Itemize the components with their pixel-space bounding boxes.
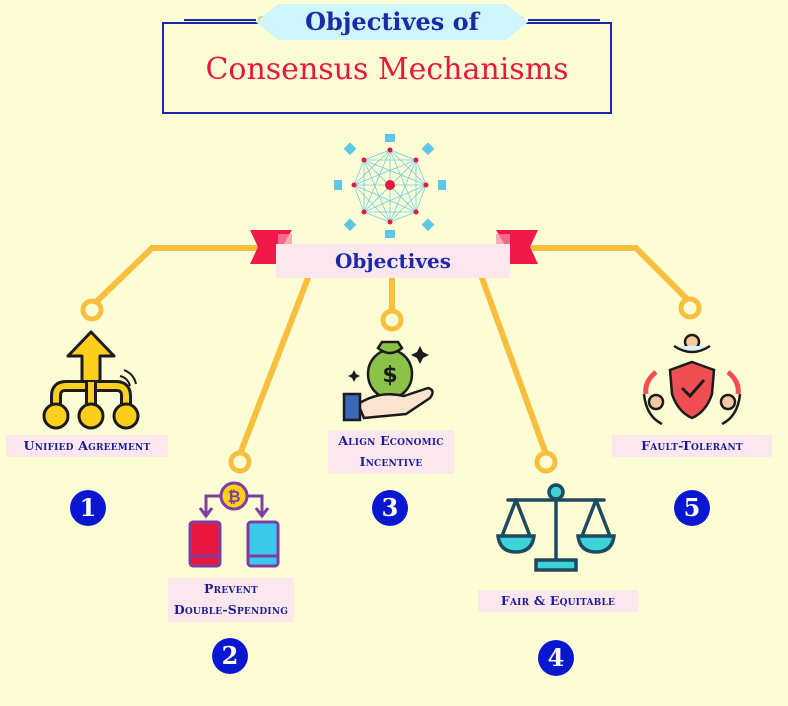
- balance-scale-icon: [496, 483, 616, 572]
- title-line2: Consensus Mechanisms: [205, 52, 569, 87]
- money-bag-hand-icon: $: [342, 340, 434, 422]
- label-unified-agreement: Unified Agreement: [6, 435, 168, 457]
- number-badge-1: 1: [70, 490, 106, 526]
- title-line1: Objectives of: [256, 4, 528, 40]
- number-badge-2: 2: [212, 638, 248, 674]
- label-prevent-line1: Prevent: [204, 581, 258, 596]
- number-badge-5: 5: [674, 490, 710, 526]
- shield-people-icon: [642, 333, 742, 426]
- objectives-center-label: Objectives: [276, 244, 510, 278]
- number-badge-4: 4: [538, 640, 574, 676]
- label-align-line2: Incentive: [359, 454, 423, 469]
- label-align-line1: Align Economic: [338, 433, 444, 448]
- label-prevent-double-spending: Prevent Double-Spending: [168, 578, 294, 622]
- network-graph-icon: [334, 134, 446, 238]
- svg-text:₿: ₿: [227, 487, 240, 506]
- label-fault-tolerant: Fault-Tolerant: [612, 435, 772, 457]
- svg-text:$: $: [382, 363, 397, 388]
- bitcoin-transfer-icon: ₿: [188, 481, 280, 568]
- number-badge-3: 3: [372, 490, 408, 526]
- label-fair-equitable: Fair & Equitable: [478, 590, 638, 612]
- label-align-economic-incentive: Align Economic Incentive: [328, 430, 454, 474]
- label-prevent-line2: Double-Spending: [173, 602, 289, 617]
- hierarchy-arrow-icon: [42, 330, 140, 430]
